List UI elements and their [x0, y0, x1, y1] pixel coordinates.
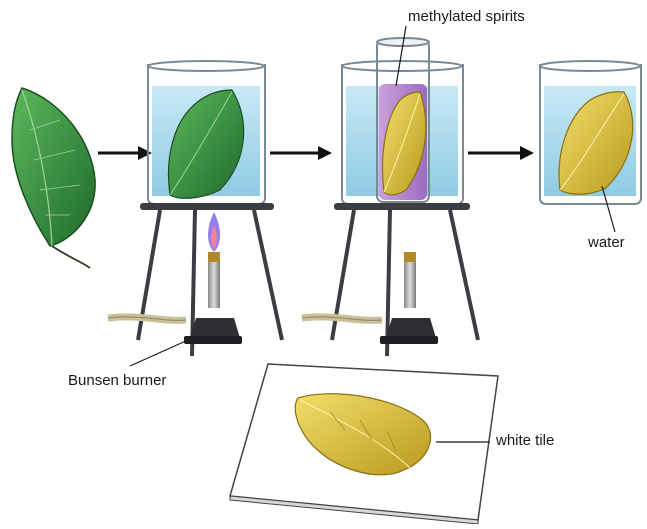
bunsen-burner-2 [302, 252, 438, 344]
beaker-with-boiling-tube [342, 26, 463, 204]
methylated-spirits-leader-line [396, 26, 406, 86]
fresh-leaf [12, 88, 95, 268]
arrow-2 [270, 146, 332, 160]
beaker-water-heating [148, 61, 265, 204]
label-water: water [588, 234, 625, 251]
beaker-water-rinse [540, 61, 641, 232]
bunsen-burner-leader-line [130, 340, 188, 366]
white-tile [230, 364, 498, 524]
arrow-3 [468, 146, 534, 160]
label-white-tile: white tile [496, 432, 554, 449]
bunsen-burner-1 [108, 212, 242, 344]
arrow-1 [98, 146, 152, 160]
label-bunsen-burner: Bunsen burner [68, 372, 166, 389]
label-methylated-spirits: methylated spirits [408, 8, 525, 25]
